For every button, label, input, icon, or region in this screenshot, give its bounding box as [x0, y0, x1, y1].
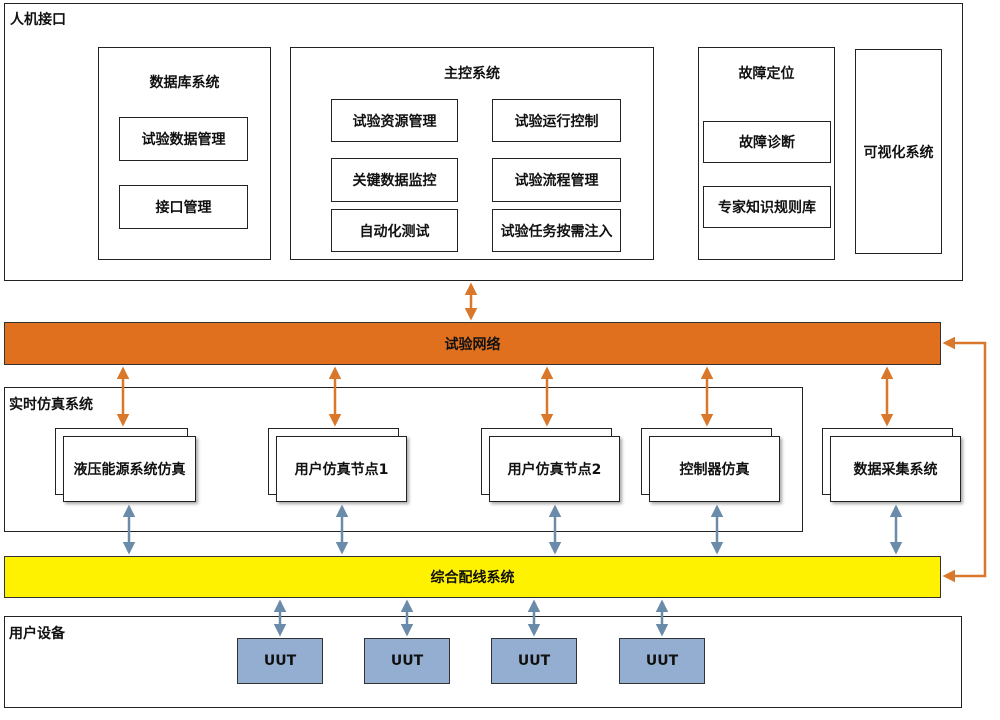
network-wiring-loop-arrow: [942, 336, 987, 583]
visualization-system-box: 可视化系统: [855, 49, 942, 254]
main-control-system-title: 主控系统: [444, 66, 500, 82]
hydraulic-energy-sim-node: 液压能源系统仿真: [63, 436, 196, 502]
user-sim-node-2: 用户仿真节点2: [489, 436, 620, 502]
uut-box-4: UUT: [619, 638, 705, 684]
test-data-management-box: 试验数据管理: [119, 117, 248, 161]
key-data-monitoring-box: 关键数据监控: [331, 158, 458, 202]
fault-diagnosis-box: 故障诊断: [703, 121, 831, 163]
test-network-bar: 试验网络: [4, 322, 941, 365]
uut-box-2: UUT: [364, 638, 450, 684]
test-flow-management-box: 试验流程管理: [492, 158, 621, 202]
realtime-simulation-label: 实时仿真系统: [9, 397, 93, 413]
uut-box-1: UUT: [237, 638, 323, 684]
data-acquisition-system-node: 数据采集系统: [830, 436, 961, 502]
fault-location-title: 故障定位: [738, 66, 795, 82]
test-resource-management-box: 试验资源管理: [331, 99, 458, 142]
user-devices-label: 用户设备: [9, 626, 65, 642]
expert-knowledge-rule-base-box: 专家知识规则库: [703, 186, 831, 228]
user-devices-frame: [4, 616, 962, 708]
database-system-title: 数据库系统: [149, 75, 220, 91]
integrated-wiring-bar: 综合配线系统: [4, 556, 941, 598]
controller-sim-node: 控制器仿真: [649, 436, 780, 502]
hmi-label: 人机接口: [10, 12, 66, 28]
on-demand-task-injection-box: 试验任务按需注入: [492, 209, 621, 252]
uut-box-3: UUT: [491, 638, 577, 684]
interface-management-box: 接口管理: [119, 185, 248, 229]
test-run-control-box: 试验运行控制: [492, 99, 621, 142]
user-sim-node-1: 用户仿真节点1: [276, 436, 407, 502]
automated-testing-box: 自动化测试: [331, 209, 458, 252]
